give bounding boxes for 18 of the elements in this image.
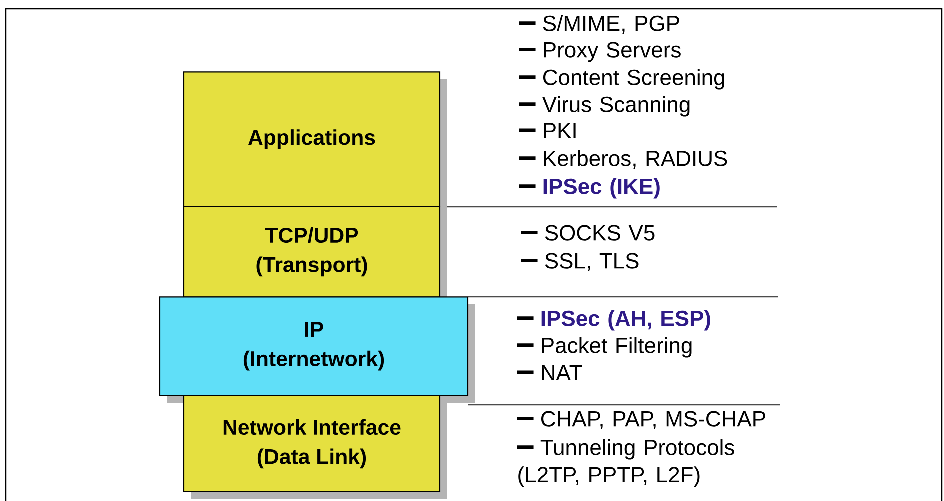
list-item: Packet Filtering <box>517 337 692 358</box>
list-item: CHAP, PAP, MS-CHAP <box>517 411 766 430</box>
list-item: Kerberos, RADIUS <box>519 150 728 170</box>
list-item: Content Screening <box>519 69 724 90</box>
list-item: PKI <box>519 123 576 138</box>
list-item: S/MIME, PGP <box>519 15 680 34</box>
list-item: SSL, TLS <box>521 253 639 272</box>
list-item: SOCKS V5 <box>521 225 655 241</box>
list-item: Tunneling Protocols (L2TP, PPTP, L2F) <box>517 439 734 488</box>
list-item: Proxy Servers <box>519 42 681 62</box>
layer-box: Applications <box>183 72 447 214</box>
list-item: IPSec (IKE) <box>519 178 660 199</box>
list-item: Virus Scanning <box>519 96 690 117</box>
layer-box: Network Interface (Data Link) <box>183 395 447 499</box>
list-item: NAT <box>517 365 582 380</box>
list-item: IPSec (AH, ESP) <box>517 310 710 331</box>
layer-box: TCP/UDP (Transport) <box>183 206 447 304</box>
layer-box: IP (Internetwork) <box>159 296 475 403</box>
